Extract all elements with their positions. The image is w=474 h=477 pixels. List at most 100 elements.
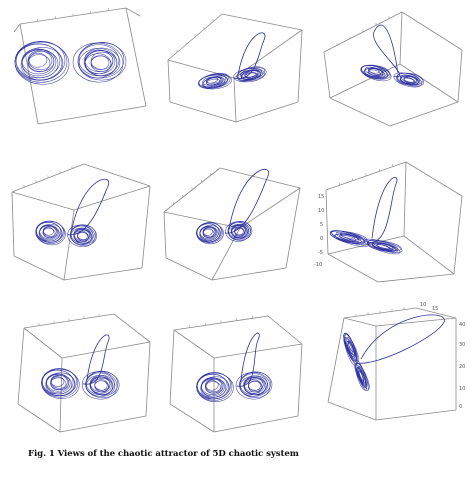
trajectory-loop: [329, 230, 368, 243]
trajectory-loop: [343, 332, 359, 365]
axis-ticks: [189, 315, 253, 328]
bounding-box: [13, 7, 147, 125]
trajectory-loop: [72, 42, 124, 83]
attractor-panel-8: [169, 315, 303, 433]
figure-caption: Fig. 1 Views of the chaotic attractor of…: [28, 449, 299, 459]
trajectory-excursion: [82, 334, 110, 385]
trajectory-excursion: [234, 32, 266, 79]
trajectory-loop: [28, 52, 48, 68]
trajectory-loop: [83, 47, 121, 77]
trajectory-loop: [42, 369, 74, 395]
attractor-panel-6: 15 10 5 0 -5 -10: [314, 161, 463, 283]
trajectory-excursion: [67, 178, 110, 236]
axis-ticks: [173, 172, 211, 205]
tick-label: 20: [459, 364, 465, 370]
tick-label: 10: [420, 302, 426, 308]
trajectory-excursion: [236, 332, 260, 387]
attractor-panel-9: 10 15 40 30 20 10 0: [327, 302, 465, 421]
attractor-trajectory: [343, 314, 445, 392]
axis-ticks: [38, 313, 100, 326]
trajectory-loop: [343, 333, 359, 363]
tick-label: -5: [318, 250, 323, 256]
bounding-box: [323, 11, 463, 127]
tick-label: 0: [459, 404, 462, 410]
trajectory-loop: [43, 227, 54, 236]
trajectory-loop: [27, 54, 51, 73]
trajectory-loop: [41, 368, 77, 397]
tick-label: 5: [320, 222, 323, 228]
trajectory-loop: [50, 374, 68, 389]
trajectory-loop: [346, 341, 354, 355]
trajectory-loop: [21, 48, 55, 75]
trajectory-loop: [73, 228, 90, 242]
trajectory-loop: [42, 228, 56, 238]
attractor-trajectory: [35, 178, 110, 247]
trajectory-loop: [339, 234, 357, 242]
trajectory-loop: [77, 41, 125, 79]
trajectory-loop: [196, 222, 222, 243]
attractor-trajectory: [360, 24, 425, 88]
axis-ticks: [176, 19, 214, 53]
axis-ticks: [336, 16, 390, 46]
trajectory-loop: [50, 377, 67, 391]
trajectory-loop: [354, 359, 368, 391]
attractor-figure-grid: 15 10 5 0 -5 -10: [11, 7, 465, 433]
trajectory-loop: [241, 72, 258, 80]
trajectory-loop: [203, 228, 213, 236]
trajectory-loop: [205, 378, 223, 393]
attractor-trajectory: [329, 177, 403, 255]
bounding-box: [17, 313, 151, 433]
trajectory-excursion: [224, 168, 270, 234]
trajectory-loop: [39, 224, 58, 240]
trajectory-loop: [51, 376, 65, 387]
trajectory-loop: [42, 225, 57, 237]
attractor-panel-5: [163, 167, 301, 281]
trajectory-loop: [27, 50, 53, 70]
trajectory-loop: [239, 371, 271, 397]
bounding-box: [167, 13, 303, 123]
trajectory-loop: [90, 376, 111, 393]
bounding-box: [11, 163, 151, 281]
attractor-panel-1: [13, 7, 147, 125]
trajectory-loop: [90, 55, 110, 70]
bounding-box: [169, 315, 303, 433]
trajectory-loop: [202, 228, 215, 238]
trajectory-loop: [36, 221, 61, 242]
trajectory-loop: [205, 380, 219, 391]
trajectory-excursion: [373, 24, 401, 77]
trajectory-loop: [77, 231, 88, 241]
attractor-trajectory: [198, 32, 267, 90]
trajectory-loop: [201, 377, 224, 395]
trajectory-loop: [231, 224, 246, 237]
trajectory-loop: [367, 69, 381, 77]
tick-label: 10: [318, 208, 324, 214]
trajectory-loop: [356, 367, 364, 384]
trajectory-loop: [15, 43, 61, 79]
axis-ticks: [339, 164, 393, 186]
tick-label: -10: [314, 262, 322, 268]
trajectory-loop: [244, 379, 263, 394]
attractor-trajectory: [41, 334, 120, 400]
trajectory-loop: [199, 226, 217, 239]
trajectory-loop: [21, 49, 57, 77]
trajectory-loop: [243, 376, 264, 393]
trajectory-loop: [90, 378, 109, 394]
trajectory-loop: [35, 220, 64, 243]
axis-ticks: [23, 166, 73, 188]
trajectory-loop: [360, 64, 390, 79]
trajectory-loop: [94, 380, 108, 391]
trajectory-excursion: [356, 314, 445, 364]
attractor-panel-7: [17, 313, 151, 433]
trajectory-loop: [70, 224, 97, 245]
trajectory-loop: [84, 53, 112, 75]
trajectory-loop: [244, 72, 257, 78]
attractor-panel-3: [323, 11, 463, 127]
axis-tick-labels: 15 10 5 0 -5 -10: [314, 194, 324, 268]
bounding-box: [327, 307, 457, 421]
trajectory-loop: [196, 373, 228, 398]
trajectory-excursion: [367, 177, 398, 243]
trajectory-loop: [196, 372, 231, 400]
attractor-trajectory: [14, 40, 127, 85]
trajectory-loop: [84, 49, 114, 72]
trajectory-loop: [14, 40, 66, 81]
